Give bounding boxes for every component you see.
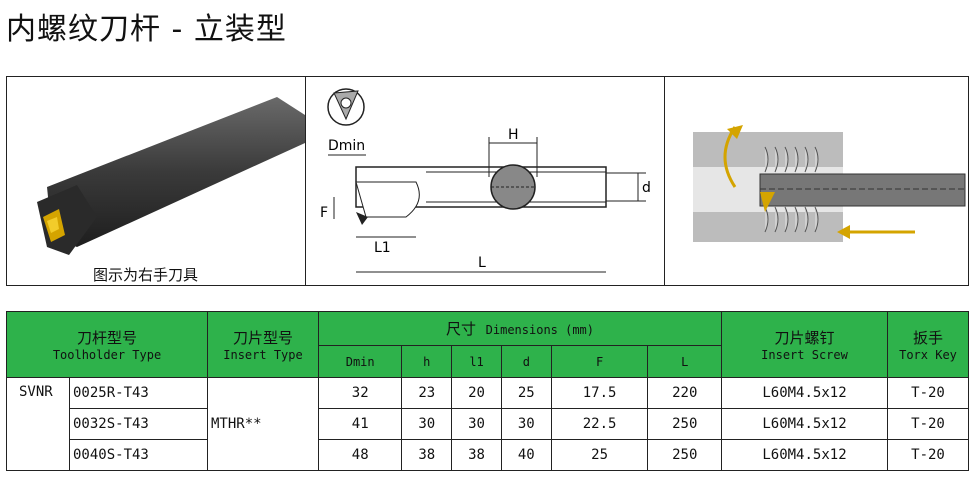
cell-h: 30 — [401, 408, 453, 440]
insert-detail-circle — [327, 88, 365, 126]
col-insert-screw: 刀片螺钉 Insert Screw — [721, 311, 888, 378]
cell-d: 40 — [500, 439, 552, 471]
type-cell: 0040S-T43 — [73, 447, 149, 463]
col-torx-key: 扳手 Torx Key — [887, 311, 969, 378]
cell-l1: 30 — [451, 408, 502, 440]
col-l1: l1 — [451, 345, 502, 378]
photo-caption: 图示为右手刀具 — [93, 266, 199, 284]
cell-key: T-20 — [887, 408, 969, 440]
cell-h: 38 — [401, 439, 453, 471]
cell-l: 250 — [647, 439, 722, 471]
f-label: F — [320, 205, 328, 221]
col-h: h — [401, 345, 453, 378]
cell-f: 22.5 — [550, 408, 649, 440]
cell-screw: L60M4.5x12 — [721, 408, 888, 440]
l1-label: L1 — [374, 240, 391, 256]
dmin-label: Dmin — [328, 138, 365, 154]
table-row: SVNR 0025R-T43 0032S-T43 0040S-T43 MTHR*… — [6, 377, 969, 471]
dimension-drawing-panel: Dmin H d F L1 L — [305, 76, 665, 286]
cell-d: 30 — [500, 408, 552, 440]
col-d: d — [500, 345, 552, 378]
col-f: F — [550, 345, 649, 378]
toolholder-cell: SVNR 0025R-T43 0032S-T43 0040S-T43 — [6, 377, 208, 471]
col-l: L — [647, 345, 722, 378]
cell-f: 25 — [550, 439, 649, 471]
threading-illustration — [693, 125, 966, 242]
page-title: 内螺纹刀杆 - 立装型 — [6, 12, 287, 47]
toolholder-photo — [37, 97, 305, 255]
cell-dmin: 48 — [317, 439, 403, 471]
insert-type-cell: MTHR** — [207, 377, 319, 471]
cell-key: T-20 — [887, 439, 969, 471]
l-label: L — [478, 255, 486, 271]
cell-d: 25 — [500, 377, 552, 409]
dimension-drawing: Dmin H d F L1 L — [320, 88, 651, 273]
cell-dmin: 41 — [317, 408, 403, 440]
cell-h: 23 — [401, 377, 453, 409]
series-label: SVNR — [19, 384, 53, 400]
col-toolholder-type: 刀杆型号 Toolholder Type — [6, 311, 208, 378]
cell-f: 17.5 — [550, 377, 649, 409]
h-label: H — [508, 127, 519, 143]
product-photo-panel: 图示为右手刀具 — [6, 76, 306, 286]
table-row: 48 38 38 40 25 250 L60M4.5x12 T-20 — [7, 439, 969, 471]
col-dimensions: 尺寸 Dimensions (mm) — [318, 311, 722, 346]
spec-table: 刀杆型号 Toolholder Type 刀片型号 Insert Type 尺寸… — [6, 311, 969, 471]
cell-key: T-20 — [887, 377, 969, 409]
col-insert-type: 刀片型号 Insert Type — [207, 311, 319, 378]
cell-screw: L60M4.5x12 — [721, 377, 888, 409]
type-cell: 0025R-T43 — [70, 378, 207, 409]
cell-l: 220 — [647, 377, 722, 409]
threading-illustration-panel — [664, 76, 969, 286]
cell-screw: L60M4.5x12 — [721, 439, 888, 471]
cell-l1: 20 — [451, 377, 502, 409]
col-dmin: Dmin — [317, 345, 403, 378]
d-label: d — [642, 180, 651, 196]
cell-dmin: 32 — [317, 377, 403, 409]
cell-l1: 38 — [451, 439, 502, 471]
type-cell: 0032S-T43 — [70, 409, 207, 440]
cell-l: 250 — [647, 408, 722, 440]
